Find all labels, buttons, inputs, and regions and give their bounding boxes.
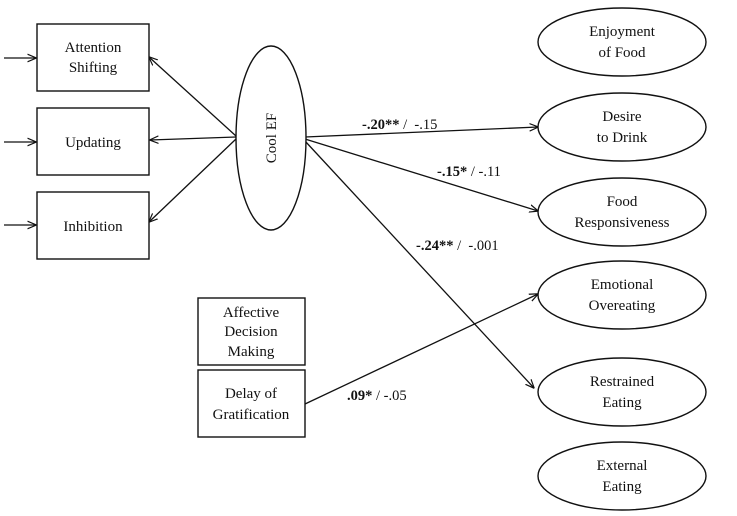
coef-label-food-responsiveness: -.15* / -.11 — [437, 164, 501, 180]
coef-bold-restrained-eating: -.24** — [416, 238, 453, 254]
emotional-label-line-1: Emotional — [591, 277, 654, 293]
outcome-emotional-overeating: Emotional Overeating — [537, 260, 707, 330]
cool-ef-to-restrained-eating-arrow — [304, 140, 534, 388]
cool-ef-label: Cool EF — [264, 113, 280, 163]
affective-label-line-3: Making — [228, 344, 275, 360]
food-resp-label-line-2: Responsiveness — [575, 215, 670, 231]
coef-label-restrained-eating: -.24** / -.001 — [416, 238, 499, 254]
enjoyment-label-line-2: of Food — [598, 45, 646, 61]
desire-label-line-2: to Drink — [597, 130, 648, 146]
affective-label-line-2: Decision — [224, 324, 278, 340]
restrained-label-line-2: Eating — [602, 395, 642, 411]
external-label-line-1: External — [597, 458, 648, 474]
box-attention-shifting: Attention Shifting — [36, 23, 150, 92]
cool-ef-to-desire-to-drink-arrow — [304, 127, 538, 138]
coef-rest-food-responsiveness: / -.11 — [467, 164, 501, 180]
outcome-food-responsiveness: Food Responsiveness — [537, 177, 707, 247]
outcome-external-eating: External Eating — [537, 441, 707, 511]
box-updating: Updating — [36, 107, 150, 176]
desire-label-line-1: Desire — [602, 109, 641, 125]
outcome-desire-to-drink: Desire to Drink — [537, 92, 707, 162]
enjoyment-label-line-1: Enjoyment — [589, 24, 656, 40]
coef-bold-emotional-overeating: .09* — [347, 388, 372, 404]
delay-to-emotional-overeating-arrow — [304, 294, 538, 405]
coef-label-emotional-overeating: .09* / -.05 — [347, 388, 407, 404]
cool-ef-to-food-responsiveness-arrow — [304, 138, 538, 211]
coef-label-desire-to-drink: -.20** / -.15 — [362, 117, 437, 133]
affective-label-line-1: Affective — [223, 305, 280, 321]
restrained-label-line-1: Restrained — [590, 374, 655, 390]
coef-rest-desire-to-drink: / -.15 — [399, 117, 437, 133]
attention-shifting-label-line-1: Attention — [65, 40, 122, 56]
cool-ef-to-updating-arrow — [150, 137, 237, 140]
box-affective-decision-making: Affective Decision Making — [197, 297, 306, 366]
box-inhibition: Inhibition — [36, 191, 150, 260]
inhibition-label: Inhibition — [63, 219, 123, 235]
emotional-label-line-2: Overeating — [589, 298, 656, 314]
cool-ef-to-inhibition-arrow — [149, 138, 237, 222]
attention-shifting-label-line-2: Shifting — [69, 60, 118, 76]
delay-label-line-2: Gratification — [213, 407, 290, 423]
latent-cool-ef: Cool EF — [235, 45, 307, 231]
food-resp-label-line-1: Food — [607, 194, 638, 210]
box-delay-of-gratification: Delay of Gratification — [197, 369, 306, 438]
outcome-enjoyment-of-food: Enjoyment of Food — [537, 7, 707, 77]
coef-bold-food-responsiveness: -.15* — [437, 164, 467, 180]
coef-rest-restrained-eating: / -.001 — [453, 238, 498, 254]
delay-label-line-1: Delay of — [225, 386, 277, 402]
coef-rest-emotional-overeating: / -.05 — [372, 388, 406, 404]
cool-ef-to-attention-shifting-arrow — [149, 57, 237, 137]
outcome-restrained-eating: Restrained Eating — [537, 357, 707, 427]
external-label-line-2: Eating — [602, 479, 642, 495]
coef-bold-desire-to-drink: -.20** — [362, 117, 399, 133]
updating-label: Updating — [65, 135, 121, 151]
